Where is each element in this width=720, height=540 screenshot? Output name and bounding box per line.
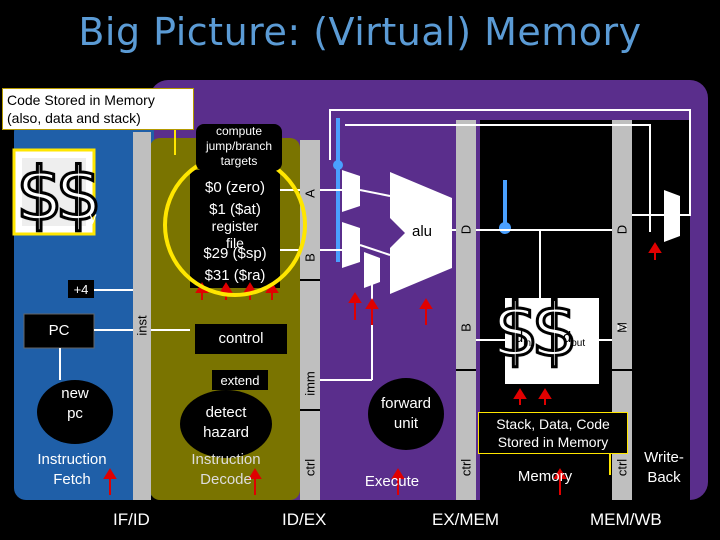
- register-file-label: file: [226, 235, 244, 251]
- plus4-box: [68, 280, 94, 298]
- instruction-cache-symbol: $$: [14, 151, 103, 240]
- pipe-reg-d2-label: D: [614, 224, 630, 235]
- detect-hazard-oval: [180, 390, 272, 458]
- forward-unit-label: forward unit: [380, 395, 432, 433]
- decode-stage-label: Instruction Decode: [191, 451, 261, 489]
- mem-m-label: m: [616, 319, 628, 334]
- extend-box: [212, 370, 268, 390]
- extend-label: extend: [220, 373, 260, 388]
- pipe-reg-b-label: B: [302, 253, 318, 262]
- compute-targets-label: compute jump/branch targets: [196, 124, 282, 171]
- pipe-reg-a-label: A: [302, 189, 318, 198]
- pipe-reg-m-label: M: [614, 322, 630, 333]
- mem-wb-label: MEM/WB: [590, 510, 662, 529]
- writeback-stage-label: Write- Back: [644, 449, 684, 487]
- new-pc-label: new pc: [61, 385, 89, 423]
- control-box: [195, 324, 287, 354]
- control-signals: [103, 242, 662, 495]
- pipe-reg-inst-label: inst: [134, 315, 150, 336]
- address-y-label: y: [89, 209, 97, 225]
- fetch-stage-label: Instruction Fetch: [37, 451, 107, 489]
- slide-title: Big Picture: (Virtual) Memory: [78, 10, 642, 54]
- id-ex-label: ID/EX: [282, 510, 327, 529]
- ex-mem-register: [456, 120, 476, 500]
- memory-stage-label: Memory: [517, 468, 573, 485]
- forward-unit-oval: [368, 378, 444, 450]
- data-cache-symbol: $$: [490, 287, 579, 376]
- if-id-label: IF/ID: [113, 510, 150, 529]
- pipe-reg-b2-label: B: [458, 323, 474, 332]
- pipe-reg-ctrl3-label: ctrl: [614, 458, 630, 477]
- data-memory-box: [505, 298, 599, 384]
- pc-label: PC: [48, 322, 70, 339]
- d-out-label: dout: [562, 329, 586, 349]
- pipe-reg-d1-label: D: [458, 224, 474, 235]
- detect-hazard-label: detect hazard: [203, 404, 249, 442]
- ex-mem-label: EX/MEM: [432, 510, 500, 529]
- register-file-label: register: [211, 218, 259, 234]
- d-in-label: din: [514, 329, 532, 349]
- alu-label: alu: [411, 223, 433, 240]
- control-label: control: [218, 330, 264, 347]
- pipe-reg-imm-label: imm: [302, 371, 318, 396]
- register-file-entry: $1 ($at): [209, 201, 261, 218]
- mux-b: [342, 222, 360, 268]
- new-pc-oval: [37, 380, 113, 444]
- mux-a: [342, 170, 360, 212]
- mux-wb: [664, 190, 680, 242]
- stack-memory-callout: Stack, Data, Code Stored in Memory: [478, 412, 628, 455]
- pipe-reg-ctrl2-label: ctrl: [458, 458, 474, 477]
- execute-stage-label: Execute: [364, 473, 420, 490]
- alu-shape: [390, 172, 452, 294]
- code-memory-callout: Code Stored in Memory (also, data and st…: [2, 88, 194, 131]
- mem-wb-register: [612, 120, 632, 500]
- register-file-entry: $0 (zero): [204, 179, 266, 196]
- if-id-register: [133, 132, 151, 500]
- register-file-box: [190, 170, 280, 288]
- register-file-entry: $29 ($sp): [203, 245, 267, 262]
- pipe-reg-ctrl1-label: ctrl: [302, 458, 318, 477]
- register-file-entry: $31 ($ra): [204, 267, 266, 284]
- plus4-label: +4: [73, 282, 89, 297]
